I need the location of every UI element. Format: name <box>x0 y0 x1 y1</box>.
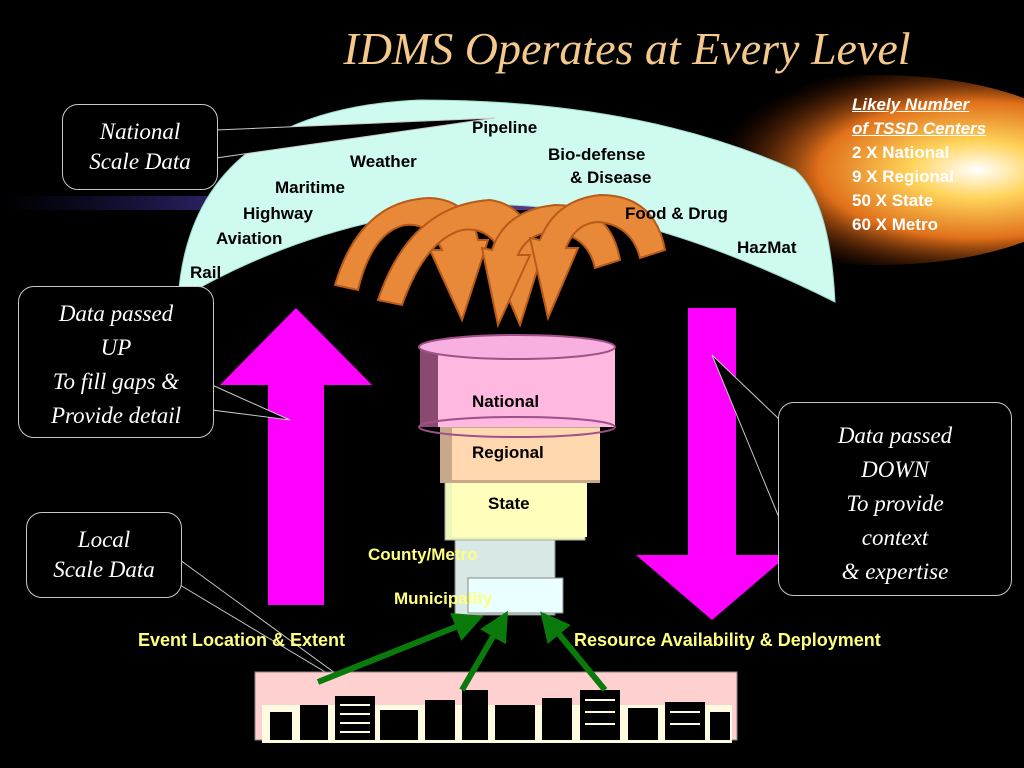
sector-weather: Weather <box>350 152 417 171</box>
callout-down-line5: & expertise <box>841 559 949 584</box>
callout-up-line3: To fill gaps & <box>52 369 180 394</box>
curved-arrows <box>333 193 667 329</box>
sector-biodefense-line2: & Disease <box>570 168 652 187</box>
tier-county-metro: County/Metro <box>368 545 478 564</box>
centers-item: 9 X Regional <box>852 167 955 186</box>
centers-item: 50 X State <box>852 191 934 210</box>
sector-rail: Rail <box>190 263 222 282</box>
tier-state: State <box>488 494 530 513</box>
callout-national-line1: National <box>99 119 181 144</box>
label-resource-availability: Resource Availability & Deployment <box>574 630 881 650</box>
callout-down-line4: context <box>861 525 929 550</box>
callout-up-line1: Data passed <box>58 301 174 326</box>
tier-funnel <box>418 334 616 616</box>
sector-hazmat: HazMat <box>737 238 797 257</box>
sector-pipeline: Pipeline <box>472 118 538 137</box>
centers-item: 2 X National <box>852 143 950 162</box>
tier-regional: Regional <box>472 443 544 462</box>
down-arrow <box>636 308 788 620</box>
tssd-centers-list: Likely Number of TSSD Centers 2 X Nation… <box>852 93 986 237</box>
callout-local-line1: Local <box>77 527 131 552</box>
callout-data-up: Data passed UP To fill gaps & Provide de… <box>18 286 214 438</box>
callout-down-line2: DOWN <box>861 457 929 482</box>
callout-national-scale: National Scale Data <box>62 104 218 190</box>
callout-up-line4: Provide detail <box>50 403 182 428</box>
sector-food-drug: Food & Drug <box>625 204 728 223</box>
centers-heading-line2: of TSSD Centers <box>852 119 987 138</box>
callout-data-down: Data passed DOWN To provide context & ex… <box>778 402 1012 596</box>
green-arrows <box>316 610 608 692</box>
up-arrow <box>220 308 372 605</box>
centers-item: 60 X Metro <box>852 215 938 234</box>
callout-local-scale: Local Scale Data <box>26 512 182 598</box>
callout-national-line2: Scale Data <box>89 149 191 174</box>
sector-biodefense-line1: Bio-defense <box>548 145 646 164</box>
tier-national: National <box>472 392 540 411</box>
sector-maritime: Maritime <box>275 178 345 197</box>
page-title: IDMS Operates at Every Level <box>343 23 911 74</box>
callout-down-line1: Data passed <box>837 423 953 448</box>
sector-aviation: Aviation <box>216 229 283 248</box>
callout-local-line2: Scale Data <box>53 557 155 582</box>
city-skyline <box>254 671 738 743</box>
centers-heading-line1: Likely Number <box>852 95 970 114</box>
sector-highway: Highway <box>243 204 313 223</box>
tier-municipality: Municipality <box>394 589 493 608</box>
label-event-location: Event Location & Extent <box>138 630 346 650</box>
callout-up-line2: UP <box>100 335 132 360</box>
callout-down-line3: To provide <box>846 491 944 516</box>
callout-pointers <box>179 117 781 701</box>
